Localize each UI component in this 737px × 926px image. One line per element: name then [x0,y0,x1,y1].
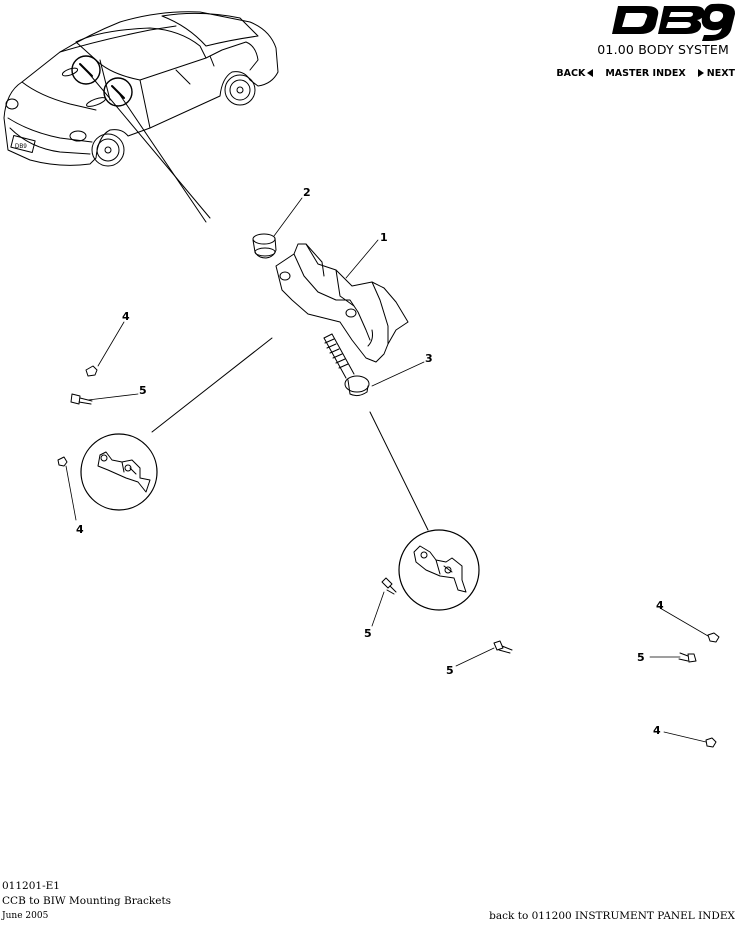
footer-info: 011201-E1 CCB to BIW Mounting Brackets J… [2,879,171,924]
navigation-bar: BACK MASTER INDEX NEXT [556,66,735,80]
callout-leader-lines [65,197,709,743]
callout-5-d: 5 [637,651,645,664]
detail-circle-left [80,337,273,511]
callout-5-b: 5 [364,627,372,640]
callout-1: 1 [380,231,388,244]
back-link[interactable]: BACK [556,67,594,79]
next-label: NEXT [706,67,735,79]
detail-circle-right [369,411,480,611]
car-overview-illustration: DB9 [3,11,279,223]
db9-logo [612,3,736,41]
callout-2: 2 [303,186,311,199]
triangle-right-icon [697,69,704,77]
part-4-nuts [57,365,720,748]
next-link[interactable]: NEXT [697,67,735,79]
part-2-cap [252,233,277,259]
callout-5-c: 5 [446,664,454,677]
triangle-left-icon [587,69,594,77]
callout-3: 3 [425,352,433,365]
callout-4-a: 4 [122,310,130,323]
master-index-link[interactable]: MASTER INDEX [605,67,686,79]
back-to-index-link[interactable]: back to 011200 INSTRUMENT PANEL INDEX [489,910,735,922]
part-3-bolt [323,333,370,397]
svg-text:DB9: DB9 [15,144,27,150]
part-5-screws [70,393,697,663]
part-1-bracket [275,243,409,363]
callout-4-b: 4 [76,523,84,536]
callout-4-d: 4 [653,724,661,737]
callout-5-a: 5 [139,384,147,397]
back-label: BACK [556,67,586,79]
document-title: CCB to BIW Mounting Brackets [2,895,172,907]
system-title: 01.00 BODY SYSTEM [597,42,729,57]
document-code: 011201-E1 [2,880,60,892]
callout-numbers: 1 2 3 4 4 4 4 5 5 5 5 [76,186,664,737]
document-date: June 2005 [2,911,49,921]
callout-4-c: 4 [656,599,664,612]
